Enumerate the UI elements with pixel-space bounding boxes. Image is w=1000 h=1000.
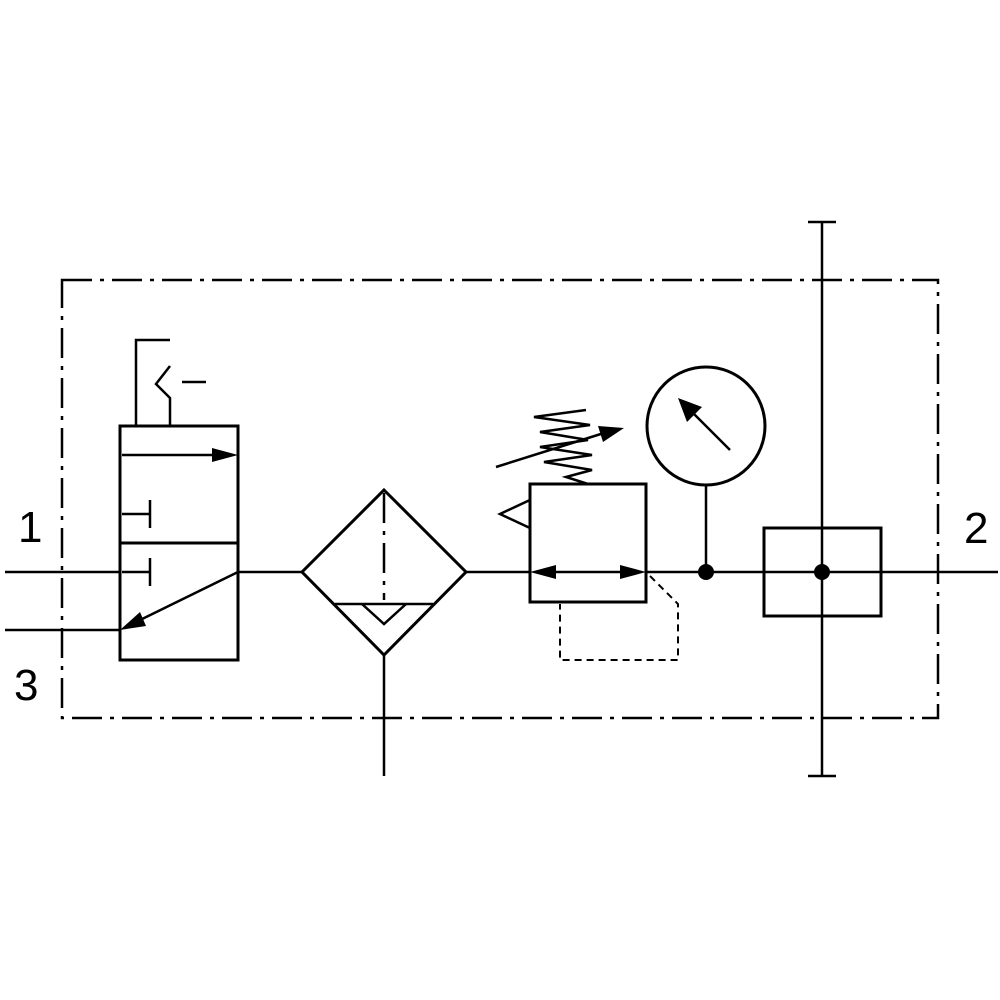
- port-label-3: 3: [14, 661, 38, 710]
- regulator-arrow-left: [530, 565, 556, 579]
- adjust-arrow-head: [598, 426, 624, 442]
- gauge-dial: [645, 365, 767, 487]
- pressure-regulator: [495, 408, 679, 661]
- regulator-pilot-line: [559, 575, 679, 661]
- manual-3-2-valve: [118, 338, 240, 662]
- gauge-needle-head: [678, 398, 702, 422]
- regulator-arrow-right: [620, 565, 646, 579]
- flow-arrow-head: [212, 448, 238, 462]
- distribution-block: [762, 220, 883, 778]
- block-junction: [814, 564, 830, 580]
- regulator-pilot-icon: [497, 498, 532, 530]
- gauge-needle-line: [691, 411, 731, 451]
- spring-icon: [533, 408, 593, 486]
- filter-with-drain: [299, 487, 469, 776]
- exhaust-arrow-line: [135, 570, 239, 624]
- unit-enclosure: [60, 278, 940, 720]
- manual-actuator-icon: [134, 338, 170, 426]
- adjust-arrow-line: [495, 431, 605, 469]
- detent-icon: [154, 365, 172, 426]
- filter-drain-bowl: [361, 603, 407, 626]
- regulator-body: [528, 482, 648, 604]
- port-label-1: 1: [18, 503, 42, 552]
- port-label-2: 2: [964, 504, 988, 553]
- pressure-gauge: [645, 365, 767, 572]
- exhaust-arrow-head: [120, 612, 146, 630]
